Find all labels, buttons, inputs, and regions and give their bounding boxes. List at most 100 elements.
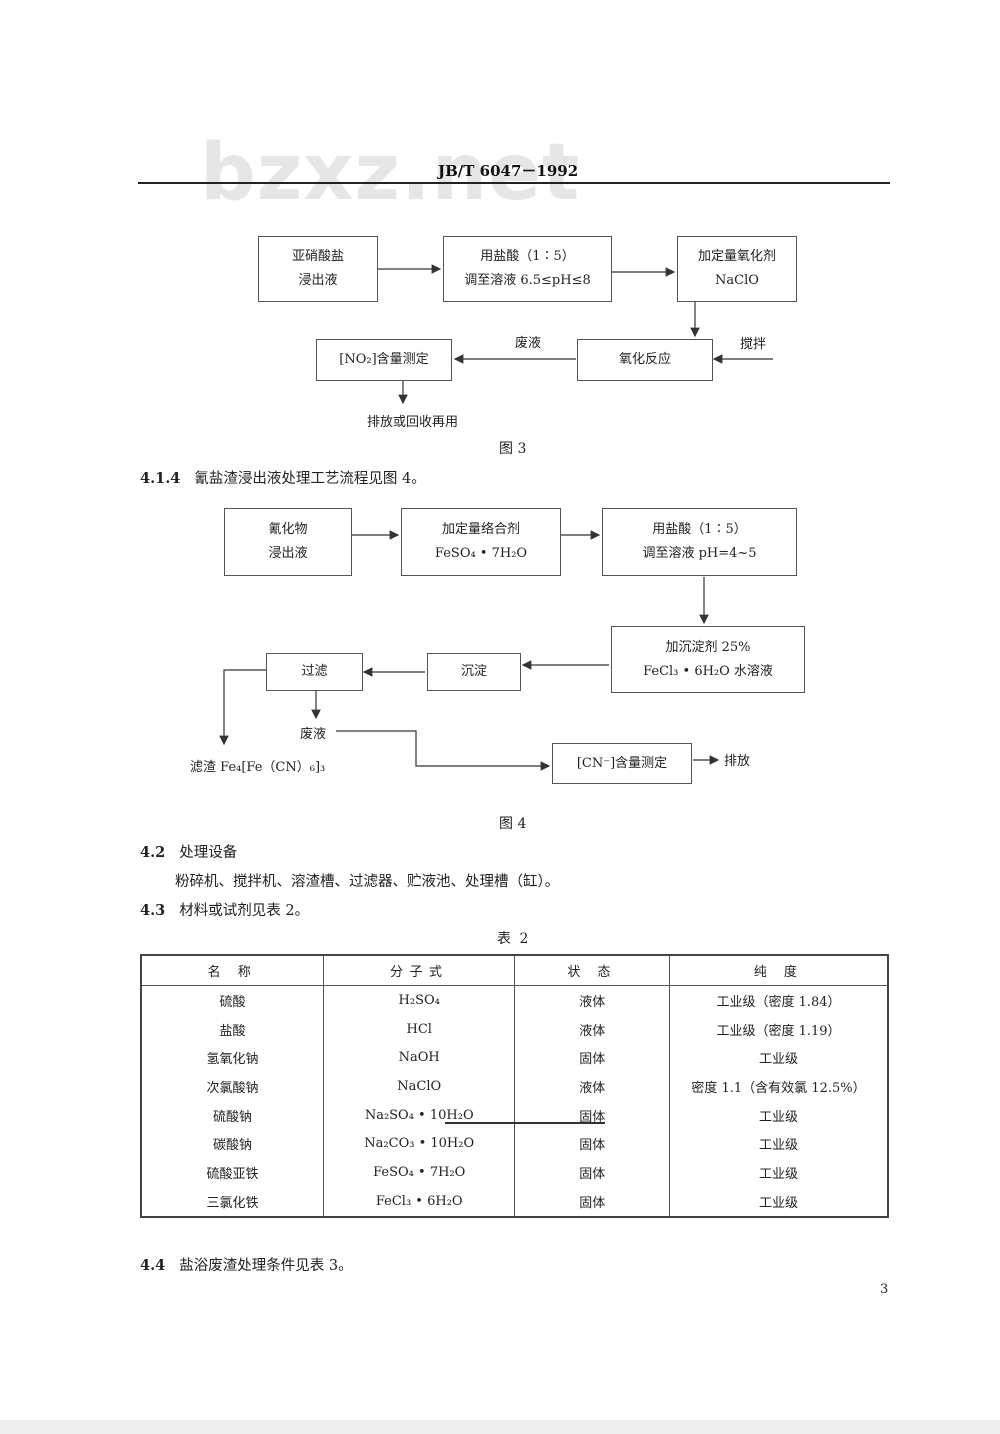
fig3-box3-line1: 加定量氧化剂 [697,249,776,264]
para-4-1-4-number: 4.1.4 [140,470,181,487]
table-cell: 固体 [514,1100,671,1130]
table-cell: Na₂CO₃ • 10H₂O [322,1129,516,1159]
table-row: 硫酸亚铁 FeSO₄ • 7H₂O 固体 工业级 [140,1158,889,1187]
header-rule [138,182,890,184]
para-4-4-text: 盐浴废渣处理条件见表 3。 [179,1258,353,1274]
table-cell: 固体 [514,1043,671,1073]
fig3-stir-label: 搅拌 [740,337,767,352]
table-header-cell: 状 态 [514,955,671,986]
table-cell: NaClO [322,1072,516,1101]
table-cell: 工业级 [669,1158,889,1187]
table-cell: 液体 [514,1014,671,1044]
table-row: 次氯酸钠 NaClO 液体 密度 1.1（含有效氯 12.5%） [140,1072,889,1101]
table-cell: 工业级 [669,1129,889,1159]
table-cell: 工业级 [669,1186,889,1217]
table-cell: 碳酸钠 [140,1129,324,1159]
table-cell: 三氯化铁 [140,1186,324,1217]
para-4-4-number: 4.4 [140,1257,166,1274]
table-cell: 密度 1.1（含有效氯 12.5%） [669,1072,889,1101]
fig4-box-cn-test: [CN⁻]含量测定 [552,743,692,784]
stray-strike-line [445,1122,605,1124]
fig4-box-precipitation: 沉淀 [427,653,521,691]
table-row: 三氯化铁 FeCl₃ • 6H₂O 固体 工业级 [140,1186,889,1217]
fig3-box-oxidation: 氧化反应 [577,339,713,381]
para-4-2-text: 处理设备 [179,845,238,861]
table-2: 名 称 分子式 状 态 纯 度 硫酸 H₂SO₄ 液体 工业级（密度 1.84）… [140,954,889,1218]
fig4-box3-line2: 调至溶液 pH=4~5 [642,546,757,561]
page-number: 3 [880,1282,889,1297]
fig3-box4-text: 氧化反应 [618,352,671,367]
table-cell: 工业级 [669,1100,889,1130]
fig4-box1-line1: 氰化物 [268,522,308,537]
fig3-box-nitrite-leachate: 亚硝酸盐 浸出液 [258,236,378,302]
table-cell: 硫酸钠 [140,1100,324,1130]
watermark: bzxz.net [200,128,581,218]
fig4-waste-label: 废液 [300,727,327,742]
table-cell: 工业级（密度 1.84） [669,985,889,1015]
para-4-3: 4.3 材料或试剂见表 2。 [140,899,309,920]
fig4-residue-label: 滤渣 Fe₄[Fe（CN）₆]₃ [190,760,326,775]
table-cell: FeSO₄ • 7H₂O [322,1158,516,1187]
fig3-box2-line2: 调至溶液 6.5≤pH≤8 [464,273,591,288]
para-4-3-number: 4.3 [140,902,166,919]
table-cell: 固体 [514,1158,671,1187]
fig4-box-filtration: 过滤 [266,653,363,691]
fig4-box4-line2: FeCl₃ • 6H₂O 水溶液 [643,663,773,679]
fig3-box2-line1: 用盐酸（1∶5） [480,249,575,264]
page-bottom-band [0,1420,1000,1434]
para-4-1-4: 4.1.4 氰盐渣浸出液处理工艺流程见图 4。 [140,467,426,488]
fig3-box-oxidant: 加定量氧化剂 NaClO [677,236,797,302]
table-header-cell: 名 称 [140,955,324,986]
fig4-box-precipitant: 加沉淀剂 25% FeCl₃ • 6H₂O 水溶液 [611,626,805,693]
fig4-discharge-label: 排放 [724,754,751,769]
fig4-box7-text: [CN⁻]含量测定 [576,755,668,771]
para-4-3-text: 材料或试剂见表 2。 [179,903,310,919]
para-4-2-body: 粉碎机、搅拌机、溶渣槽、过滤器、贮液池、处理槽（缸）。 [175,874,560,890]
fig4-box-cyanide-leachate: 氰化物 浸出液 [224,508,352,576]
fig3-box5-text: [NO₂]含量测定 [339,352,429,367]
table-cell: 工业级 [669,1043,889,1073]
table-cell: H₂SO₄ [322,985,516,1015]
fig3-box3-line2: NaClO [715,273,759,288]
fig4-box3-line1: 用盐酸（1∶5） [652,522,747,537]
table-cell: 固体 [514,1186,671,1217]
table-header-cell: 纯 度 [669,955,889,986]
table-row: 碳酸钠 Na₂CO₃ • 10H₂O 固体 工业级 [140,1129,889,1159]
fig3-box1-line2: 浸出液 [298,273,338,288]
table-cell: 固体 [514,1129,671,1159]
para-4-1-4-text: 氰盐渣浸出液处理工艺流程见图 4。 [194,471,426,487]
table-cell: Na₂SO₄ • 10H₂O [322,1100,516,1130]
table-header-row: 名 称 分子式 状 态 纯 度 [140,955,889,986]
fig4-box-hcl-adjust: 用盐酸（1∶5） 调至溶液 pH=4~5 [602,508,797,576]
table-row: 硫酸 H₂SO₄ 液体 工业级（密度 1.84） [140,985,889,1015]
table-row: 盐酸 HCl 液体 工业级（密度 1.19） [140,1014,889,1044]
fig4-caption: 图 4 [499,816,527,832]
table-cell: 盐酸 [140,1014,324,1044]
fig3-box-hcl-adjust: 用盐酸（1∶5） 调至溶液 6.5≤pH≤8 [443,236,612,302]
table-cell: 液体 [514,985,671,1015]
table-cell: 工业级（密度 1.19） [669,1014,889,1044]
para-4-2: 4.2 处理设备 [140,841,237,862]
table-cell: 氢氧化钠 [140,1043,324,1073]
document-header: JB/T 6047－1992 [438,162,579,180]
table-row: 氢氧化钠 NaOH 固体 工业级 [140,1043,889,1073]
table-header-cell: 分子式 [322,955,516,986]
table-cell: 次氯酸钠 [140,1072,324,1101]
table-cell: 液体 [514,1072,671,1101]
fig3-discharge-label: 排放或回收再用 [367,415,459,430]
fig4-box-complexing-agent: 加定量络合剂 FeSO₄ • 7H₂O [401,508,561,576]
para-4-2-number: 4.2 [140,844,166,861]
fig4-box1-line2: 浸出液 [268,546,308,561]
fig4-box4-line1: 加沉淀剂 25% [665,639,751,655]
fig3-box-no2-test: [NO₂]含量测定 [316,339,452,381]
table-cell: NaOH [322,1043,516,1073]
para-4-4: 4.4 盐浴废渣处理条件见表 3。 [140,1254,353,1275]
fig3-box1-line1: 亚硝酸盐 [291,249,344,264]
fig4-box2-line1: 加定量络合剂 [441,522,520,537]
table-row: 硫酸钠 Na₂SO₄ • 10H₂O 固体 工业级 [140,1100,889,1130]
table-cell: HCl [322,1014,516,1044]
table2-caption: 表 2 [497,931,531,947]
fig4-box2-line2: FeSO₄ • 7H₂O [434,546,528,561]
fig4-box6-text: 过滤 [301,664,328,679]
